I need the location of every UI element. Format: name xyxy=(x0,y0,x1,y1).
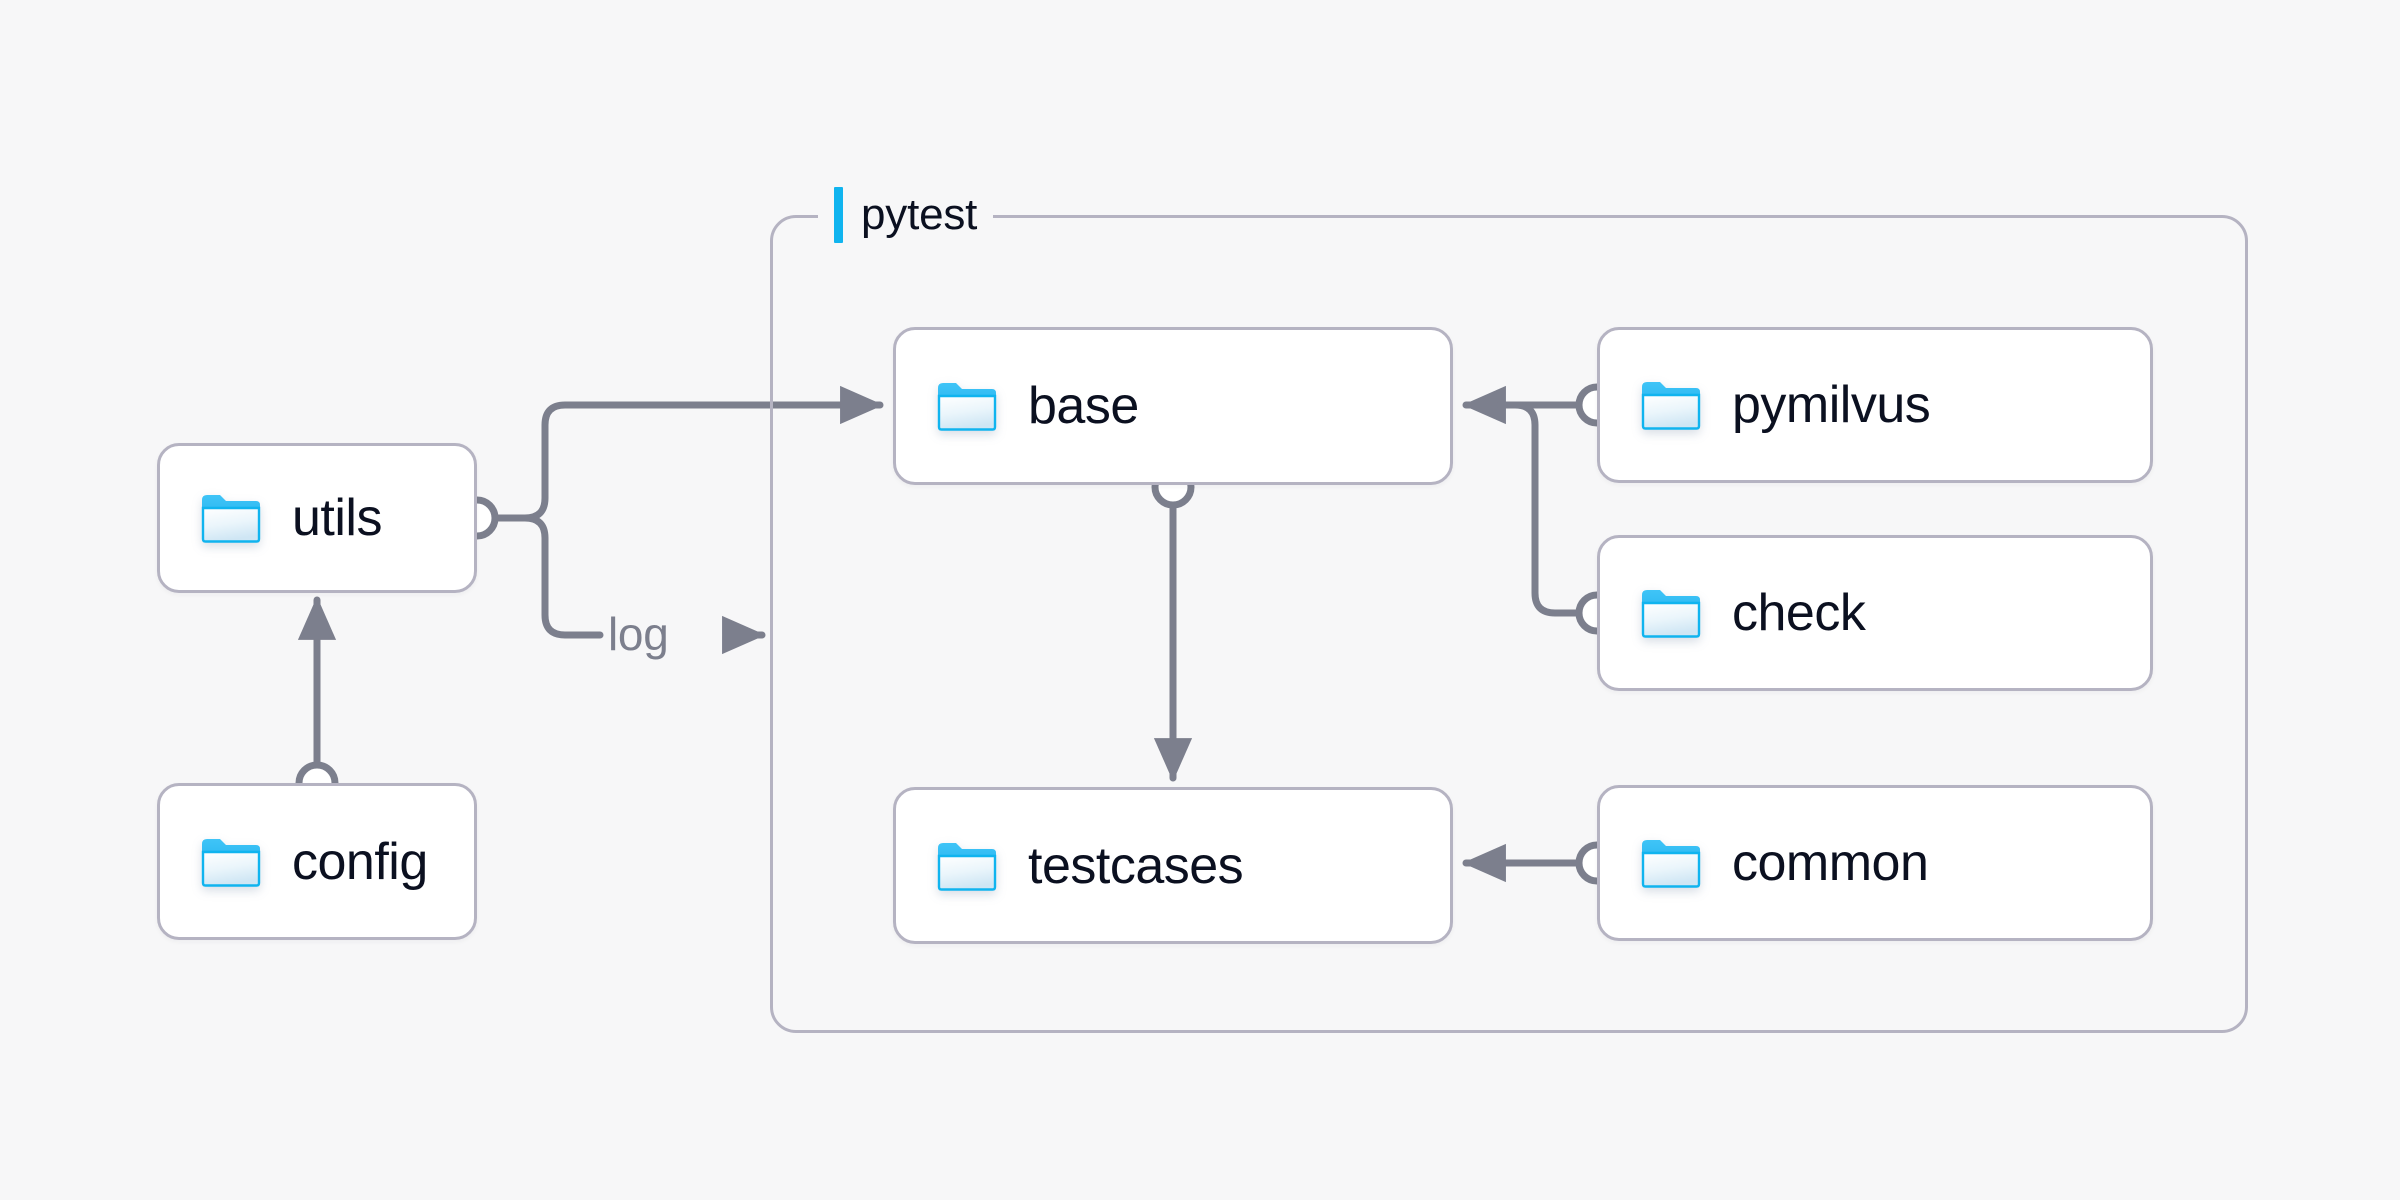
accent-bar-icon xyxy=(834,187,843,243)
edge-label-log: log xyxy=(608,608,669,660)
folder-icon xyxy=(1641,840,1701,888)
node-testcases[interactable]: testcases xyxy=(893,787,1453,944)
folder-icon xyxy=(201,838,261,887)
node-label-pymilvus: pymilvus xyxy=(1732,376,1931,434)
node-utils[interactable]: utils xyxy=(157,443,477,593)
group-label-pytest: pytest xyxy=(818,187,994,243)
folder-icon xyxy=(1641,382,1701,430)
folder-icon xyxy=(937,383,997,431)
node-check[interactable]: check xyxy=(1597,535,2153,691)
group-title-text: pytest xyxy=(861,190,978,239)
node-base[interactable]: base xyxy=(893,327,1453,485)
group-container-pytest xyxy=(770,215,2248,1033)
folder-icon xyxy=(201,495,261,543)
node-label-check: check xyxy=(1732,584,1866,642)
node-common[interactable]: common xyxy=(1597,785,2153,941)
node-label-base: base xyxy=(1028,377,1139,435)
node-label-common: common xyxy=(1732,834,1929,892)
node-label-testcases: testcases xyxy=(1028,836,1244,895)
folder-icon xyxy=(1641,590,1701,638)
node-pymilvus[interactable]: pymilvus xyxy=(1597,327,2153,483)
edge-utils-to-log-stub xyxy=(494,514,604,639)
node-config[interactable]: config xyxy=(157,783,477,940)
node-label-config: config xyxy=(292,832,428,891)
folder-icon xyxy=(937,842,997,891)
node-label-utils: utils xyxy=(292,489,382,547)
